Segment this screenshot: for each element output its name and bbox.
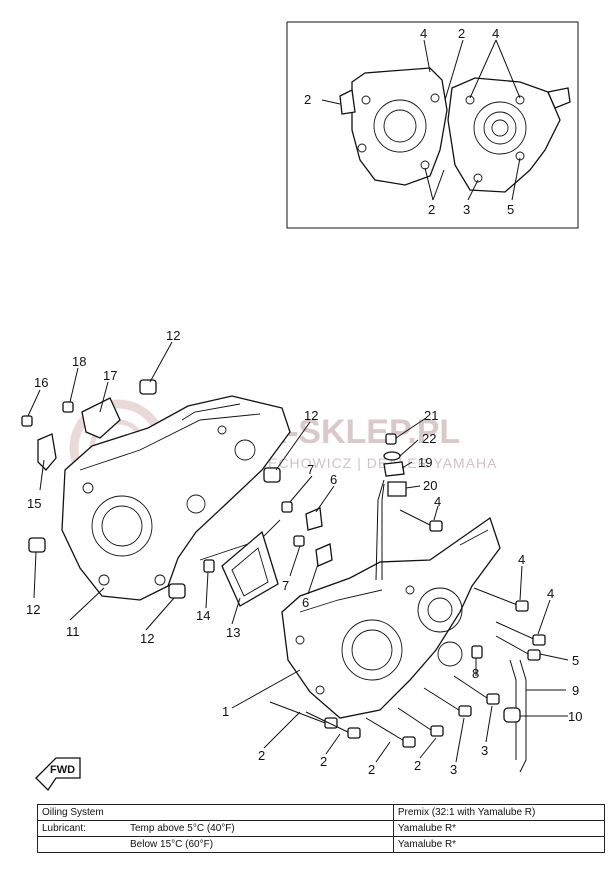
fwd-arrow: FWD bbox=[35, 757, 81, 792]
callout-6: 6 bbox=[302, 595, 309, 610]
callout-4: 4 bbox=[547, 586, 554, 601]
hose-parts bbox=[375, 433, 527, 773]
leader-lines bbox=[27, 341, 569, 763]
right-crankcase bbox=[281, 516, 501, 719]
small-parts-left bbox=[21, 379, 281, 607]
table-row: Lubricant: Temp above 5°C (40°F) Yamalub… bbox=[37, 820, 606, 837]
callout-15: 15 bbox=[27, 496, 41, 511]
callout-9: 9 bbox=[572, 683, 579, 698]
temp-above-value: Yamalube R* bbox=[392, 820, 606, 837]
callout-17: 17 bbox=[103, 368, 117, 383]
callout-18: 18 bbox=[72, 354, 86, 369]
callout-2: 2 bbox=[258, 748, 265, 763]
inset-callout-2-left: 2 bbox=[304, 92, 311, 107]
callout-2: 2 bbox=[414, 758, 421, 773]
callout-14: 14 bbox=[196, 608, 210, 623]
inset-callout-5: 5 bbox=[507, 202, 514, 217]
callout-7: 7 bbox=[282, 578, 289, 593]
callout-12: 12 bbox=[26, 602, 40, 617]
callout-16: 16 bbox=[34, 375, 48, 390]
callout-4: 4 bbox=[434, 494, 441, 509]
callout-3: 3 bbox=[481, 743, 488, 758]
table-row: Below 15°C (60°F) Yamalube R* bbox=[37, 836, 606, 853]
left-crankcase bbox=[61, 395, 291, 601]
callout-8: 8 bbox=[472, 666, 479, 681]
table-row: Oiling System Premix (32:1 with Yamalube… bbox=[37, 804, 606, 821]
callout-13: 13 bbox=[226, 625, 240, 640]
temp-below-value: Yamalube R* bbox=[392, 836, 606, 853]
callout-2: 2 bbox=[320, 754, 327, 769]
temp-below-label: Below 15°C (60°F) bbox=[126, 836, 394, 853]
lubricant-label: Lubricant: bbox=[37, 820, 126, 837]
oiling-system-label: Oiling System bbox=[37, 804, 394, 821]
callout-20: 20 bbox=[423, 478, 437, 493]
inset-callout-4-left: 4 bbox=[420, 26, 427, 41]
inset-view: 4 2 4 2 2 3 5 bbox=[286, 21, 579, 229]
inset-callout-3: 3 bbox=[463, 202, 470, 217]
callout-12: 12 bbox=[140, 631, 154, 646]
bolts bbox=[269, 501, 546, 748]
inset-callout-4-right: 4 bbox=[492, 26, 499, 41]
callout-22: 22 bbox=[422, 431, 436, 446]
fwd-label: FWD bbox=[50, 764, 75, 776]
lubrication-spec-table: Oiling System Premix (32:1 with Yamalube… bbox=[37, 804, 606, 853]
inset-callout-2-bottom: 2 bbox=[428, 202, 435, 217]
callout-11: 11 bbox=[66, 624, 80, 639]
temp-above-label: Temp above 5°C (40°F) bbox=[126, 820, 394, 837]
oiling-system-value: Premix (32:1 with Yamalube R) bbox=[392, 804, 606, 821]
callout-2: 2 bbox=[368, 762, 375, 777]
callout-labels: 12 18 17 16 15 12 11 12 14 13 12 7 6 7 6… bbox=[26, 328, 582, 777]
callout-12: 12 bbox=[304, 408, 318, 423]
callout-6: 6 bbox=[330, 472, 337, 487]
callout-7: 7 bbox=[307, 462, 314, 477]
callout-4: 4 bbox=[518, 552, 525, 567]
callout-1: 1 bbox=[222, 704, 229, 719]
watermark-tagline: WOJCIECHOWICZ | DEALER YAMAHA bbox=[218, 455, 497, 471]
callout-19: 19 bbox=[418, 455, 432, 470]
callout-3: 3 bbox=[450, 762, 457, 777]
callout-5: 5 bbox=[572, 653, 579, 668]
inset-callout-2-top: 2 bbox=[458, 26, 465, 41]
callout-12: 12 bbox=[166, 328, 180, 343]
empty-cell bbox=[37, 836, 126, 853]
callout-21: 21 bbox=[424, 408, 438, 423]
callout-10: 10 bbox=[568, 709, 582, 724]
